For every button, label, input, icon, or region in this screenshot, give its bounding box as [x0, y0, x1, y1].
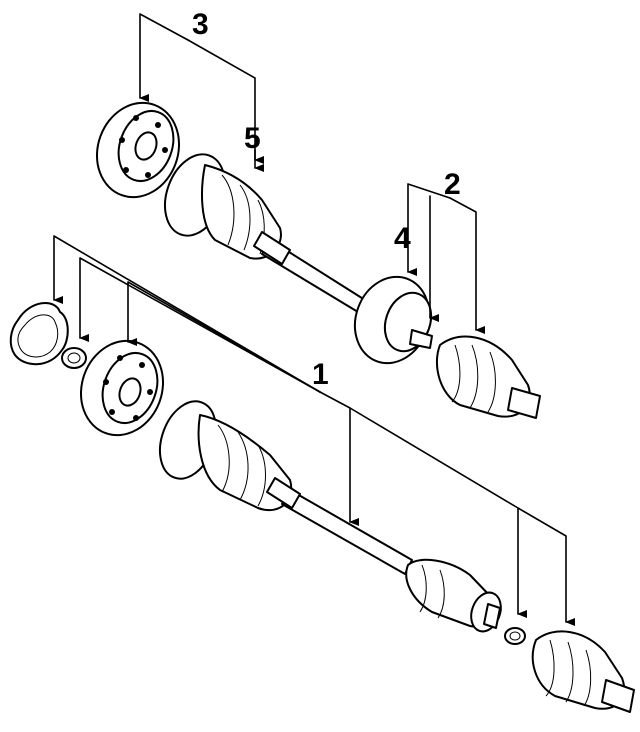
lower-outer-boot	[405, 558, 502, 633]
upper-inner-cv-joint	[95, 101, 181, 199]
upper-axle-bar	[253, 231, 366, 313]
upper-shaft-assembly	[95, 101, 541, 419]
callout-2: 2	[444, 168, 461, 201]
callout-1: 1	[312, 358, 329, 391]
lower-inner-cv-joint	[79, 339, 165, 437]
callout-3: 3	[192, 8, 209, 41]
upper-outer-boot	[353, 275, 433, 365]
callout-4: 4	[394, 222, 411, 255]
lower-inner-boot	[158, 400, 293, 511]
lower-outer-boot-kit	[531, 630, 635, 713]
lower-shaft-assembly	[9, 302, 635, 713]
circlip	[61, 347, 87, 369]
callout-labels: 3 5 2 4 1	[192, 8, 461, 391]
lower-axle-bar	[266, 477, 413, 575]
callout-5: 5	[244, 122, 261, 155]
callout-leaders	[53, 13, 575, 626]
upper-outer-boot-kit	[435, 335, 541, 419]
lower-clip	[504, 627, 526, 645]
gasket	[9, 302, 69, 366]
